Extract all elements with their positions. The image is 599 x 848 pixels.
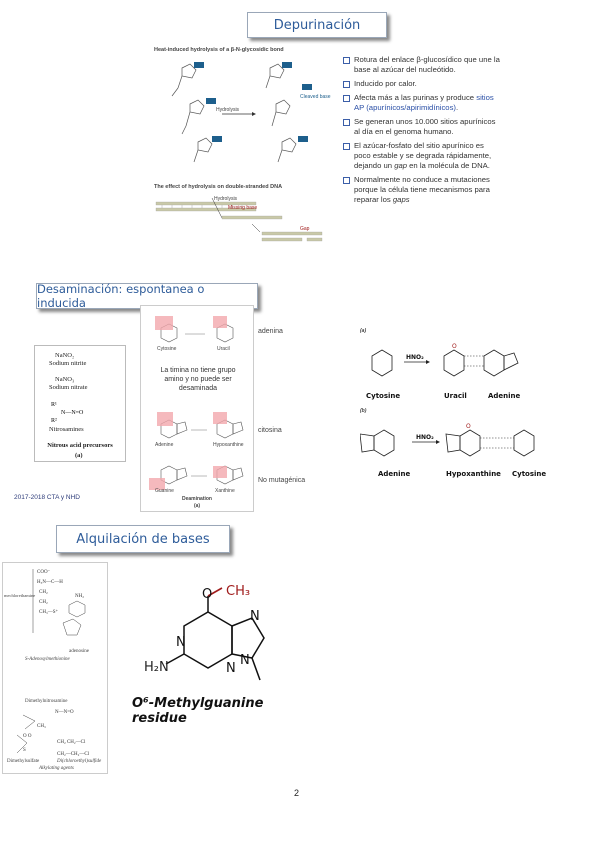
- agents-sub: (a): [75, 452, 83, 459]
- agent-1: NaNO₂: [55, 352, 75, 359]
- cleaved-base-label: Cleaved base: [300, 94, 331, 100]
- bullet-item: Normalmente no conduce a mutaciones porq…: [342, 175, 502, 205]
- bullet-item: Se generan unos 10.000 sitios apurínicos…: [342, 117, 502, 137]
- section-title-desaminacion: Desaminación: espontanea o inducida: [36, 282, 258, 310]
- note-adenina: adenina: [258, 328, 283, 335]
- svg-text:CH₃: CH₃: [37, 724, 46, 729]
- svg-text:NH₂: NH₂: [75, 594, 84, 599]
- svg-text:N—N=O: N—N=O: [55, 710, 74, 715]
- page-number: 2: [294, 788, 300, 798]
- label-alkylating: Alkylating agents: [39, 766, 74, 771]
- agent-1-name: Sodium nitrite: [49, 360, 87, 367]
- ch3-label: CH₃: [226, 584, 251, 599]
- row-a-uracil: Uracil: [444, 392, 467, 400]
- note-no-mutagenica: No mutagénica: [258, 477, 306, 484]
- depurination-bullets: Rotura del enlace β-glucosídico que une …: [342, 55, 502, 209]
- footer-credit: 2017-2018 CTA y NHD: [14, 494, 80, 501]
- label-mustard: Di(chloroethyl)sulfide: [57, 759, 102, 764]
- alkylating-structures: COO⁻ H₃N—C—H CH₂ CH₂ CH₃—S⁺ NH₂ N—N=O CH₃ O O…: [16, 569, 90, 757]
- agents-caption: Nitrous acid precursors: [47, 442, 113, 449]
- bullet-item: Inducido por calor.: [342, 79, 502, 89]
- figure-title: Heat-induced hydrolysis of a β-N-glycosi…: [154, 47, 284, 53]
- nitrous-acid-precursors: NaNO₂ Sodium nitrite NaNO₃ Sodium nitrat…: [34, 345, 126, 462]
- svg-text:COO⁻: COO⁻: [37, 570, 51, 575]
- row-b-adenine: Adenine: [378, 470, 411, 478]
- reagent-b: HNO₂: [416, 434, 434, 441]
- thymine-note: La timina no tiene grupo amino y no pued…: [160, 367, 236, 392]
- svg-text:N: N: [240, 653, 250, 668]
- svg-text:CH₂—CH₂—Cl: CH₂—CH₂—Cl: [57, 752, 90, 757]
- bullet-item: El azúcar-fosfato del sitio apurínico es…: [342, 141, 502, 171]
- svg-text:N: N: [250, 609, 260, 624]
- agent-2: NaNO₃: [55, 376, 75, 383]
- pair-2-right: Hypoxanthine: [213, 442, 244, 448]
- svg-text:O: O: [466, 423, 471, 430]
- row-b-cytosine: Cytosine: [512, 470, 547, 478]
- agent-2-name: Sodium nitrate: [49, 384, 88, 391]
- section-title-text: Alquilación de bases: [76, 531, 210, 547]
- section-title-depurinacion: Depurinación: [247, 12, 387, 38]
- svg-text:CH₂: CH₂: [39, 600, 48, 605]
- h2n-label: H₂N: [144, 660, 169, 675]
- svg-text:S: S: [23, 748, 26, 753]
- pair-2-left: Adenine: [155, 442, 174, 448]
- label-mechlorethamine: mechlorethamine: [4, 593, 36, 598]
- panel-a-label: (a): [360, 328, 367, 334]
- section-title-text: Depurinación: [273, 17, 361, 33]
- o6-methylguanine-label: O⁶-Methylguanine residue: [132, 696, 264, 726]
- strand-label-hydrolysis: Hydrolysis: [214, 196, 238, 202]
- double-strand-diagram: [155, 197, 323, 242]
- row-a-adenine: Adenine: [488, 392, 521, 400]
- svg-text:R²: R²: [51, 418, 57, 424]
- svg-text:H₃N—C—H: H₃N—C—H: [37, 580, 63, 585]
- note-citosina: citosina: [258, 427, 282, 434]
- reagent-a: HNO₂: [406, 354, 424, 361]
- label-adenosine: adenosine: [69, 649, 89, 654]
- svg-text:CH₃—S⁺: CH₃—S⁺: [39, 609, 58, 615]
- deamination-scheme: Cytosine Uracil La timina no tiene grupo…: [140, 305, 254, 512]
- base-pair-structures: OO: [360, 343, 535, 457]
- deamination-sub: (a): [193, 503, 201, 509]
- strand-label-missing: Missing base: [228, 205, 258, 211]
- svg-text:N: N: [226, 661, 236, 676]
- deamination-structures: [149, 316, 244, 490]
- pair-1-left: Cytosine: [157, 346, 177, 352]
- depurination-figure: Heat-induced hydrolysis of a β-N-glycosi…: [152, 44, 332, 254]
- figure-title-2: The effect of hydrolysis on double-stran…: [154, 184, 283, 190]
- label-dimethylsulfate: Dimethylsulfate: [7, 759, 40, 764]
- svg-text:N: N: [176, 635, 186, 650]
- label-sam: S-Adenosylmethionine: [25, 657, 70, 662]
- svg-text:O: O: [202, 587, 212, 602]
- svg-text:N—N=O: N—N=O: [61, 410, 84, 416]
- svg-text:R¹: R¹: [51, 402, 57, 408]
- gap-label: Gap: [300, 226, 310, 232]
- pair-3-left: Guanine: [155, 488, 174, 494]
- row-a-cytosine: Cytosine: [366, 392, 401, 400]
- pair-3-right: Xanthine: [215, 488, 235, 494]
- section-title-alquilacion: Alquilación de bases: [56, 525, 230, 553]
- pair-1-right: Uracil: [217, 346, 230, 352]
- hydrolysis-diagram: [171, 62, 312, 163]
- row-b-hypoxanthine: Hypoxanthine: [446, 470, 501, 478]
- deamination-caption: Deamination: [181, 496, 212, 502]
- alkylating-agents-figure: COO⁻ H₃N—C—H CH₂ CH₂ CH₃—S⁺ NH₂ N—N=O CH₃ O O…: [2, 562, 108, 774]
- nitrosamine-structure: R¹ N—N=O R²: [51, 402, 84, 424]
- svg-text:CH₂: CH₂: [39, 590, 48, 595]
- svg-text:CH₂ CH₂—Cl: CH₂ CH₂—Cl: [57, 740, 86, 745]
- svg-text:O O: O O: [23, 734, 32, 739]
- agent-3: Nitrosamines: [49, 426, 84, 433]
- hydrolysis-label: Hydrolysis: [216, 107, 240, 113]
- bullet-item: Afecta más a las purinas y produce sitio…: [342, 93, 502, 113]
- bullet-item: Rotura del enlace β-glucosídico que une …: [342, 55, 502, 75]
- svg-text:O: O: [452, 343, 457, 350]
- label-dimethylnitrosamine: Dimethylnitrosamine: [25, 699, 68, 704]
- section-title-text: Desaminación: espontanea o inducida: [37, 282, 205, 310]
- panel-b-label: (b): [360, 408, 367, 414]
